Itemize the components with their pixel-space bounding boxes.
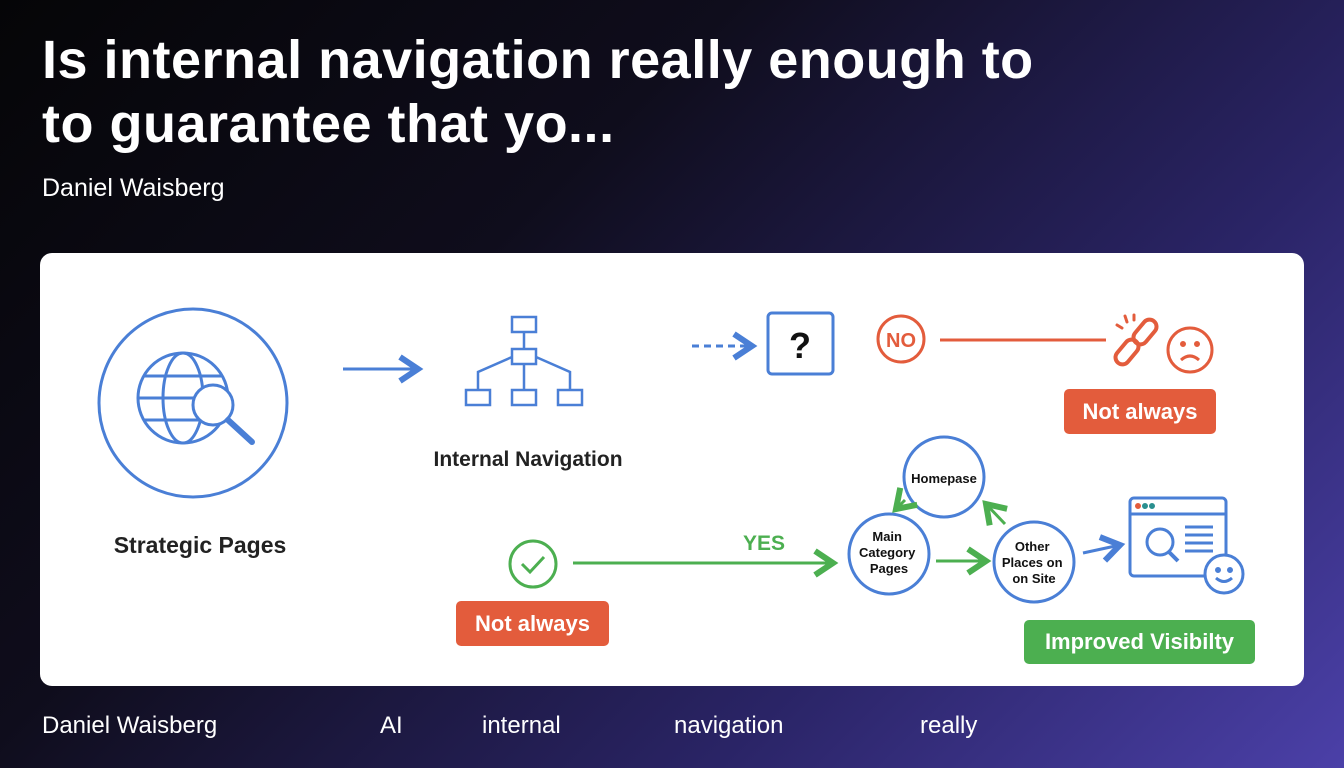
- no-label: NO: [886, 330, 916, 352]
- footer-tag: navigation: [674, 712, 784, 739]
- footer-tag: AI: [380, 712, 403, 739]
- sitemap-icon: [464, 315, 584, 407]
- globe-search-icon: [97, 307, 289, 499]
- not-always-badge-top: Not always: [1064, 389, 1216, 434]
- browser-search-icon: [1128, 496, 1245, 595]
- footer-tag: really: [920, 712, 978, 739]
- check-circle-icon: [508, 539, 558, 589]
- question-mark: ?: [789, 325, 811, 366]
- improved-visibility-badge: Improved Visibilty: [1024, 620, 1255, 664]
- homepage-label: Homepase: [911, 471, 977, 486]
- no-circle-icon: [876, 314, 926, 364]
- arrow: [892, 487, 918, 513]
- arrow: [982, 500, 1008, 526]
- arrow: [1082, 534, 1126, 563]
- not-always-badge-bottom: Not always: [456, 601, 609, 646]
- main-category-node: [847, 512, 931, 596]
- title-line-2: to guarantee that yo...: [42, 94, 615, 154]
- sad-face-icon: [1166, 326, 1214, 374]
- internal-navigation-label: Internal Navigation: [433, 448, 622, 471]
- homepage-node: [902, 435, 986, 519]
- footer-author: Daniel Waisberg: [42, 712, 218, 739]
- strategic-pages-label: Strategic Pages: [114, 532, 287, 558]
- other-places-label: Other Places on on Site: [1002, 539, 1066, 586]
- main-category-label: Main Category Pages: [859, 529, 919, 576]
- other-places-node: [992, 520, 1076, 604]
- diagram-card: [40, 253, 1304, 686]
- yes-label: YES: [743, 532, 785, 555]
- footer-tag: internal: [482, 712, 561, 739]
- author-name: Daniel Waisberg: [42, 174, 225, 202]
- question-box-icon: [766, 311, 835, 376]
- broken-link-icon: [1113, 313, 1159, 367]
- title-line-1: Is internal navigation really enough to: [42, 30, 1034, 90]
- page-title: Is internal navigation really enough to …: [42, 28, 1242, 156]
